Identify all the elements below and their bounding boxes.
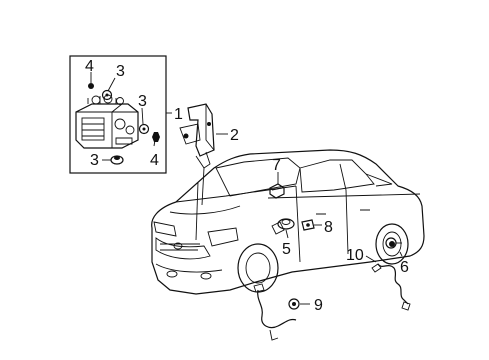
callout-7: 7 [272, 157, 281, 174]
callout-3-lower: 3 [90, 152, 99, 169]
sensor-6-illustration [385, 237, 402, 249]
sensor-5-illustration [277, 218, 295, 230]
callout-5: 5 [282, 241, 291, 258]
callout-3-upper: 3 [116, 63, 125, 80]
harness-9-illustration [253, 283, 300, 341]
harness-10-illustration [371, 263, 411, 311]
callout-2: 2 [230, 127, 239, 144]
sensor-7-illustration [269, 183, 285, 199]
callout-8: 8 [324, 219, 333, 236]
callout-10: 10 [346, 247, 364, 264]
callout-4-upper: 4 [85, 58, 94, 75]
callout-1: 1 [174, 106, 183, 123]
callout-3-middle: 3 [138, 93, 147, 110]
callout-6: 6 [400, 259, 409, 276]
clip-8-illustration [301, 219, 315, 231]
callout-9: 9 [314, 297, 323, 314]
bracket-illustration [179, 103, 215, 169]
callout-4-lower: 4 [150, 152, 159, 169]
car-illustration [151, 149, 425, 295]
actuator-inset: 4 3 3 4 3 [69, 55, 167, 174]
abs-actuator-illustration [75, 94, 139, 149]
